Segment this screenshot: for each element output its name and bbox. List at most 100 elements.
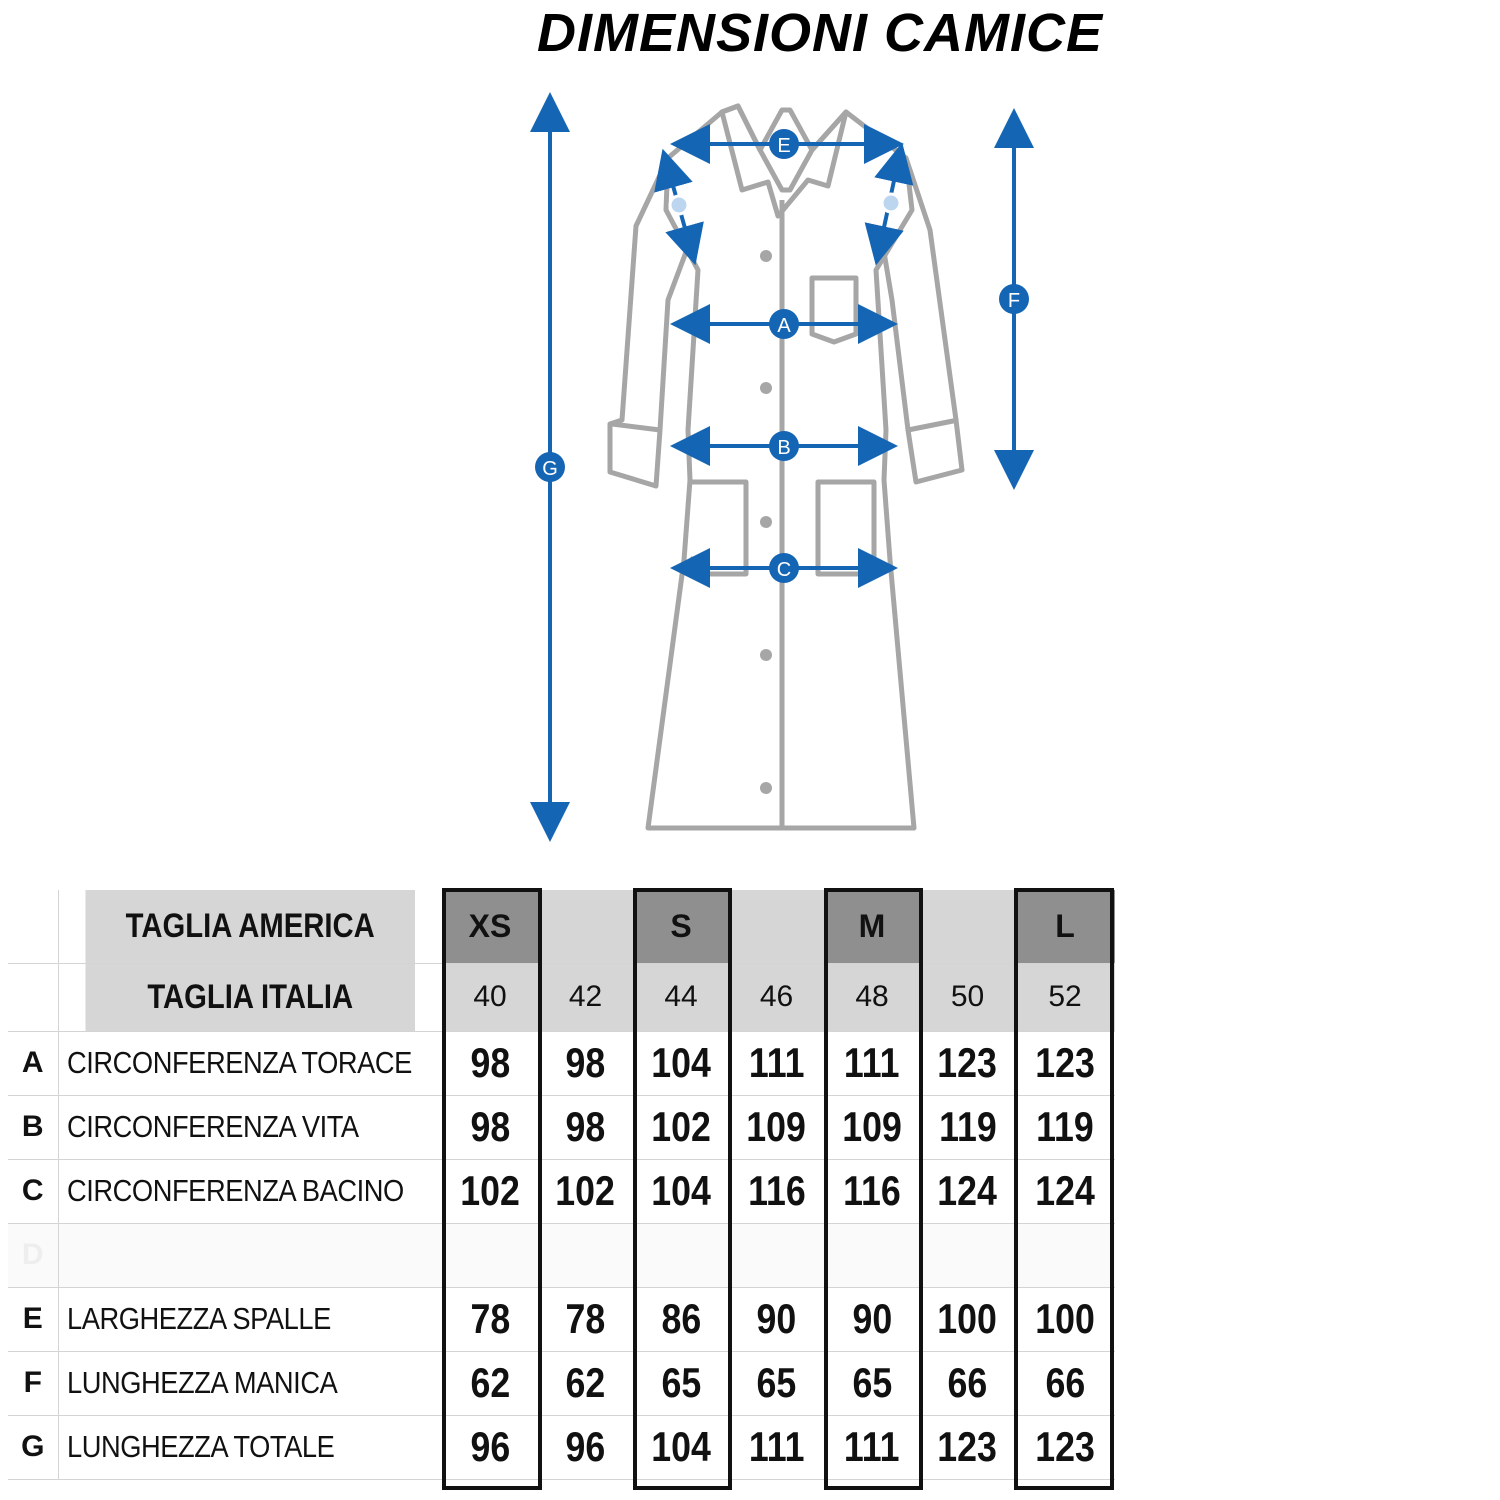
- value-cell: [537, 1223, 633, 1288]
- it-size-cell: 48: [824, 963, 920, 1032]
- value-cell: 111: [823, 1031, 920, 1096]
- size-table: TAGLIA AMERICA XS S M L TAGLIA ITALIA 40…: [8, 890, 1115, 1480]
- header-us-label: TAGLIA AMERICA: [84, 890, 416, 964]
- row-letter: G: [8, 1415, 59, 1480]
- marker-F: F: [999, 284, 1029, 314]
- value-cell: 116: [728, 1159, 824, 1224]
- svg-text:F: F: [1008, 290, 1020, 312]
- value-cell: 66: [1014, 1351, 1115, 1416]
- us-size-cell: [538, 890, 633, 964]
- it-size-cell: 52: [1015, 963, 1115, 1032]
- value-cell: 90: [823, 1287, 920, 1352]
- coat-outline: [607, 103, 965, 831]
- svg-text:A: A: [777, 315, 791, 337]
- it-size-cell: 50: [920, 963, 1015, 1032]
- value-cell: 119: [1014, 1095, 1115, 1160]
- value-cell: 98: [441, 1095, 538, 1160]
- row-name: LUNGHEZZA MANICA: [58, 1351, 442, 1416]
- row-name: CIRCONFERENZA BACINO: [58, 1159, 442, 1224]
- value-cell: 111: [823, 1415, 920, 1480]
- svg-text:C: C: [777, 559, 791, 581]
- value-cell: 90: [728, 1287, 824, 1352]
- value-cell: 104: [632, 1159, 729, 1224]
- row-name: LARGHEZZA SPALLE: [58, 1287, 442, 1352]
- row-name: LUNGHEZZA TOTALE: [58, 1415, 442, 1480]
- shoulder-seam-markers: [668, 192, 902, 216]
- value-cell: 109: [823, 1095, 920, 1160]
- value-cell: 104: [632, 1415, 729, 1480]
- value-cell: 65: [632, 1351, 729, 1416]
- value-cell: 65: [823, 1351, 920, 1416]
- value-cell: [919, 1223, 1015, 1288]
- value-cell: 78: [537, 1287, 633, 1352]
- value-cell: 102: [441, 1159, 538, 1224]
- value-cell: 116: [823, 1159, 920, 1224]
- value-cell: 100: [1014, 1287, 1115, 1352]
- header-it-label: TAGLIA ITALIA: [84, 963, 416, 1032]
- row-name: [58, 1223, 442, 1288]
- page-title: DIMENSIONI CAMICE: [536, 3, 1104, 63]
- value-cell: 111: [728, 1415, 824, 1480]
- value-cell: [728, 1223, 824, 1288]
- value-cell: 100: [919, 1287, 1015, 1352]
- row-name: CIRCONFERENZA VITA: [58, 1095, 442, 1160]
- svg-text:G: G: [542, 458, 558, 480]
- value-cell: 123: [1014, 1031, 1115, 1096]
- coat-diagram: E A B C F G: [530, 92, 1034, 842]
- marker-E: E: [769, 129, 799, 159]
- value-cell: 62: [441, 1351, 538, 1416]
- value-cell: 124: [1014, 1159, 1115, 1224]
- svg-text:E: E: [777, 135, 790, 157]
- us-size-cell: M: [824, 890, 920, 964]
- value-cell: 123: [1014, 1415, 1115, 1480]
- row-letter: F: [8, 1351, 59, 1416]
- it-size-cell: 44: [633, 963, 729, 1032]
- marker-C: C: [769, 553, 799, 583]
- value-cell: 109: [728, 1095, 824, 1160]
- us-size-cell: XS: [442, 890, 538, 964]
- value-cell: [441, 1223, 538, 1288]
- value-cell: 78: [441, 1287, 538, 1352]
- it-size-cell: 42: [538, 963, 633, 1032]
- value-cell: 124: [919, 1159, 1015, 1224]
- marker-G: G: [535, 452, 565, 482]
- us-size-cell: [729, 890, 824, 964]
- value-cell: 98: [537, 1095, 633, 1160]
- value-cell: 119: [919, 1095, 1015, 1160]
- value-cell: 98: [441, 1031, 538, 1096]
- row-name: CIRCONFERENZA TORACE: [58, 1031, 442, 1096]
- svg-text:B: B: [777, 437, 790, 459]
- marker-B: B: [769, 431, 799, 461]
- value-cell: 111: [728, 1031, 824, 1096]
- value-cell: 62: [537, 1351, 633, 1416]
- value-cell: 86: [632, 1287, 729, 1352]
- header-row-us: TAGLIA AMERICA XS S M L: [8, 890, 1115, 964]
- value-cell: [632, 1223, 729, 1288]
- marker-A: A: [769, 309, 799, 339]
- value-cell: 98: [537, 1031, 633, 1096]
- it-size-cell: 46: [729, 963, 824, 1032]
- value-cell: 66: [919, 1351, 1015, 1416]
- row-letter: E: [8, 1287, 59, 1352]
- row-letter: A: [8, 1031, 59, 1096]
- us-size-cell: S: [633, 890, 729, 964]
- value-cell: 123: [919, 1031, 1015, 1096]
- value-cell: 123: [919, 1415, 1015, 1480]
- header-row-it: TAGLIA ITALIA 40 42 44 46 48 50 52: [8, 963, 1115, 1032]
- value-cell: [823, 1223, 920, 1288]
- value-cell: 102: [632, 1095, 729, 1160]
- row-letter: D: [8, 1223, 59, 1288]
- value-cell: 102: [537, 1159, 633, 1224]
- row-letter: B: [8, 1095, 59, 1160]
- value-cell: [1014, 1223, 1115, 1288]
- value-cell: 104: [632, 1031, 729, 1096]
- value-cell: 65: [728, 1351, 824, 1416]
- us-size-cell: L: [1015, 890, 1115, 964]
- value-cell: 96: [441, 1415, 538, 1480]
- us-size-cell: [920, 890, 1015, 964]
